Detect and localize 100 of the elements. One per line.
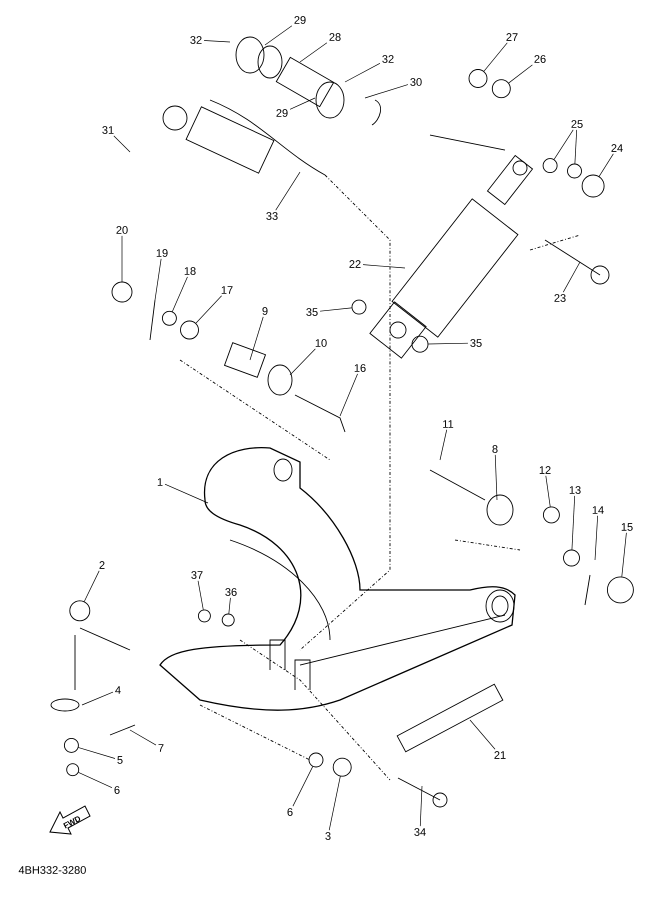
callout-number: 29 (276, 109, 288, 117)
part-drawing (582, 174, 605, 198)
part-drawing (198, 609, 211, 622)
callout-number: 14 (592, 506, 604, 514)
part-drawing (468, 69, 488, 88)
callout-number: 28 (329, 33, 341, 41)
leader-line (300, 42, 328, 62)
leader-line (275, 172, 300, 210)
leader-line (572, 496, 576, 550)
callout-number: 33 (266, 212, 278, 220)
part-drawing (563, 550, 580, 566)
part-drawing (492, 79, 511, 98)
leader-line (114, 136, 130, 152)
callout-number: 3 (325, 832, 331, 840)
callout-number: 30 (410, 78, 422, 86)
leader-line (78, 772, 112, 788)
leader-line (290, 98, 316, 110)
part-drawing (567, 164, 582, 178)
leader-line (250, 316, 264, 360)
callout-number: 8 (492, 445, 498, 453)
part-drawing (352, 300, 366, 315)
leader-line (130, 730, 156, 746)
callout-number: 22 (349, 260, 361, 268)
part-drawing (64, 738, 79, 753)
leader-line (82, 692, 114, 706)
callout-number: 10 (316, 339, 327, 347)
leader-line (196, 295, 222, 324)
leader-line (594, 515, 598, 560)
part-drawing (412, 336, 428, 353)
direction-label: FWD (63, 816, 80, 828)
callout-number: 12 (540, 466, 551, 474)
part-drawing (222, 614, 235, 626)
leader-line (320, 308, 352, 312)
callout-number: 7 (158, 744, 164, 752)
callout-number: 2 (100, 561, 104, 569)
callout-number: 13 (570, 486, 581, 494)
leader-line (328, 776, 341, 831)
leader-line (78, 747, 116, 759)
callout-number: 25 (571, 120, 583, 128)
callout-number: 9 (262, 307, 268, 315)
leader-line (164, 484, 208, 504)
leader-line (344, 62, 380, 82)
leader-line (621, 532, 627, 577)
part-drawing (542, 158, 558, 174)
leader-line (494, 454, 498, 500)
callout-number: 31 (102, 126, 114, 134)
callout-number: 23 (554, 294, 566, 302)
leader-line (154, 258, 162, 300)
leader-line (172, 276, 188, 312)
callout-number: 35 (306, 308, 318, 316)
part-drawing (332, 758, 352, 777)
callout-number: 24 (611, 144, 623, 152)
callout-number: 27 (506, 33, 518, 41)
leader-line (264, 25, 292, 46)
callout-number: 6 (114, 786, 120, 794)
leader-line (292, 766, 314, 807)
part-drawing (308, 752, 324, 768)
callout-number: 36 (225, 588, 237, 596)
callout-number: 37 (191, 571, 203, 579)
leader-line (84, 570, 100, 602)
part-drawing (69, 600, 90, 622)
callout-number: 1 (158, 478, 163, 486)
callout-number: 21 (494, 751, 506, 759)
callout-number: 34 (414, 828, 426, 836)
leader-line (290, 348, 316, 376)
part-drawing (162, 310, 177, 326)
leader-line (562, 262, 580, 293)
leader-line (228, 598, 231, 614)
leader-line (198, 580, 204, 610)
callout-number: 35 (470, 339, 482, 347)
callout-number: 6 (288, 808, 293, 816)
leader-line (440, 429, 448, 460)
part-drawing (112, 282, 132, 302)
leader-line (554, 130, 574, 160)
part-number: 4BH332-3280 (18, 866, 86, 874)
part-drawing (606, 576, 634, 604)
leader-line (598, 153, 614, 177)
leader-line (362, 264, 406, 268)
leader-line (340, 374, 358, 416)
part-drawing (180, 320, 199, 340)
callout-number: 32 (382, 55, 394, 63)
leader-line (545, 475, 551, 507)
callout-number: 26 (534, 55, 546, 63)
leader-line (484, 42, 508, 72)
callout-number: 16 (354, 364, 366, 372)
leader-line (204, 40, 230, 42)
leader-line (574, 130, 578, 164)
leader-line (508, 64, 533, 84)
leader-line (420, 786, 422, 827)
callout-number: 17 (222, 286, 233, 294)
callout-number: 4 (115, 686, 121, 694)
part-drawing (542, 506, 560, 524)
callout-number: 5 (117, 756, 123, 764)
callout-number: 11 (443, 420, 454, 428)
callout-number: 20 (116, 226, 128, 234)
callout-number: 32 (190, 36, 202, 44)
callout-number: 19 (156, 249, 168, 257)
leader-line (364, 84, 408, 98)
leader-line (470, 720, 496, 750)
callout-number: 15 (622, 523, 633, 531)
